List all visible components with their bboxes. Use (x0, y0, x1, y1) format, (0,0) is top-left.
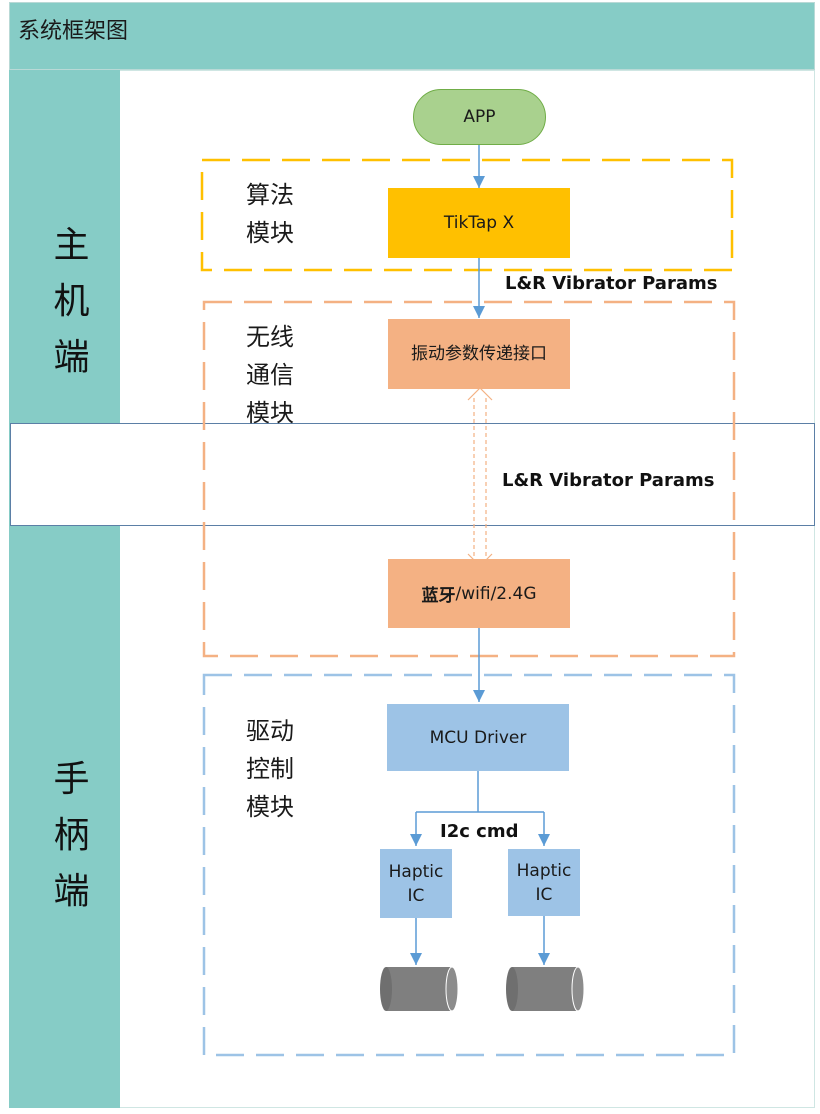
algorithm-module-label: 算法 模块 (246, 176, 294, 252)
haptic-left-line-1: Haptic (388, 861, 444, 882)
bluetooth-node: 蓝牙/wifi/2.4G (388, 559, 570, 628)
wireless-module-label: 无线 通信 模块 (246, 318, 294, 432)
vibration-interface-node: 振动参数传递接口 (388, 319, 570, 389)
driver-module-box (202, 673, 736, 1057)
diagram-title: 系统框架图 (18, 19, 129, 44)
title-bar: 系统框架图 (9, 2, 815, 70)
controller-char-1: 手 (53, 759, 90, 800)
driver-label-line-1: 驱动 (246, 717, 294, 745)
motor-left (380, 966, 459, 1012)
params-label-band: L&R Vibrator Params (502, 470, 715, 491)
mcu-driver-node: MCU Driver (387, 704, 569, 771)
host-char-1: 主 (53, 225, 90, 266)
controller-side-label: 手 柄 端 (16, 752, 127, 920)
haptic-right-line-1: Haptic (516, 860, 572, 881)
haptic-ic-right-node: Haptic IC (508, 849, 580, 916)
algorithm-label-line-1: 算法 (246, 181, 294, 209)
app-node: APP (413, 89, 546, 145)
algorithm-module-box (200, 158, 734, 272)
wireless-module-box (202, 300, 736, 658)
bluetooth-suffix: /wifi/2.4G (455, 583, 537, 604)
arrow-mcu-to-haptic (410, 771, 550, 846)
driver-label-line-2: 控制 (246, 755, 294, 783)
bidirectional-wireless-arrow (467, 387, 493, 567)
side-column (9, 70, 120, 1108)
haptic-ic-left-node: Haptic IC (380, 849, 452, 918)
driver-label-line-3: 模块 (246, 793, 294, 821)
wireless-label-line-1: 无线 (246, 323, 294, 351)
wireless-label-line-2: 通信 (246, 361, 294, 389)
wireless-label-line-3: 模块 (246, 399, 294, 427)
host-char-3: 端 (53, 337, 90, 378)
host-side-label: 主 机 端 (16, 218, 127, 386)
controller-char-2: 柄 (53, 815, 90, 856)
algorithm-label-line-2: 模块 (246, 219, 294, 247)
haptic-left-line-2: IC (407, 885, 425, 906)
params-label-top: L&R Vibrator Params (505, 273, 718, 294)
host-char-2: 机 (53, 281, 90, 322)
bluetooth-prefix: 蓝牙 (421, 586, 456, 606)
i2c-label: I2c cmd (440, 821, 519, 842)
haptic-right-line-2: IC (535, 884, 553, 905)
transmission-band (10, 423, 815, 526)
driver-module-label: 驱动 控制 模块 (246, 712, 294, 826)
motor-right (506, 966, 585, 1012)
controller-char-3: 端 (53, 871, 90, 912)
tiktap-node: TikTap X (388, 188, 570, 258)
